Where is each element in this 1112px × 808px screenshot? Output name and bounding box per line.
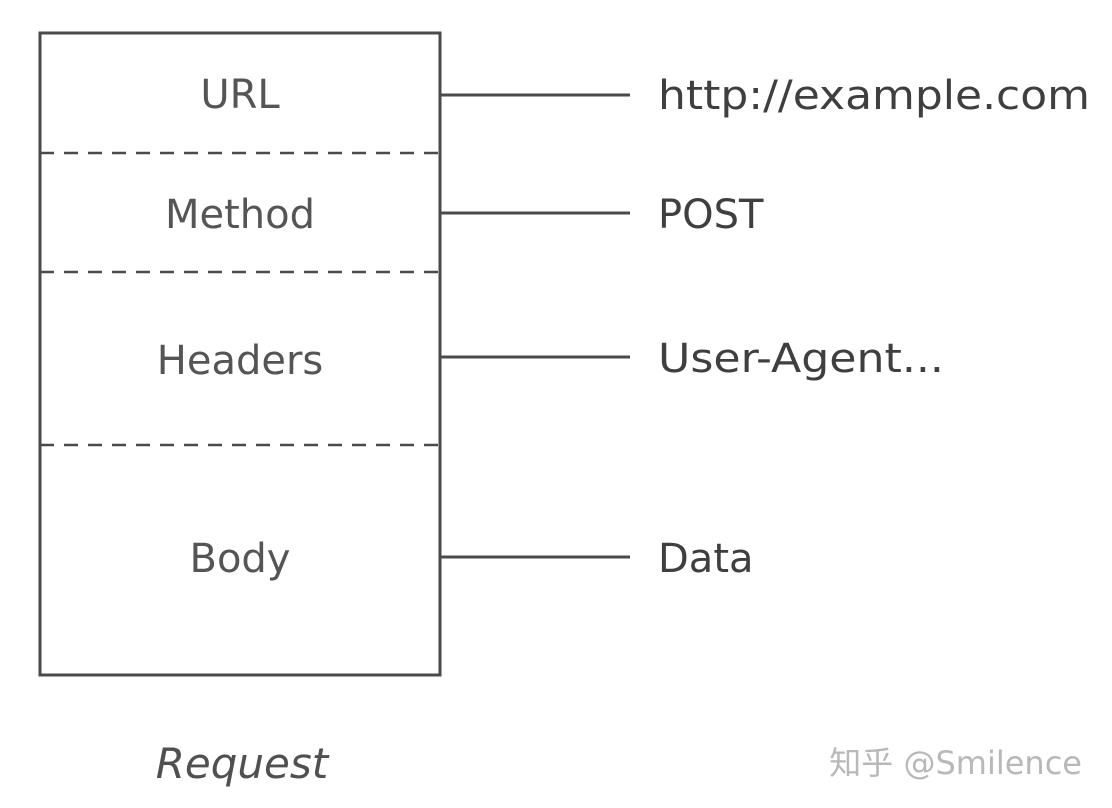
field-value-url: http://example.com bbox=[658, 73, 1090, 119]
field-label-headers: Headers bbox=[157, 338, 323, 384]
field-value-method: POST bbox=[658, 192, 764, 238]
field-label-url: URL bbox=[200, 72, 280, 118]
field-label-body: Body bbox=[190, 536, 291, 582]
field-value-headers: User-Agent... bbox=[658, 336, 944, 382]
field-value-body: Data bbox=[658, 536, 754, 582]
field-label-method: Method bbox=[165, 192, 315, 238]
diagram-caption: Request bbox=[156, 739, 330, 788]
request-box bbox=[38, 31, 442, 677]
watermark: 知乎 @Smilence bbox=[829, 744, 1082, 782]
